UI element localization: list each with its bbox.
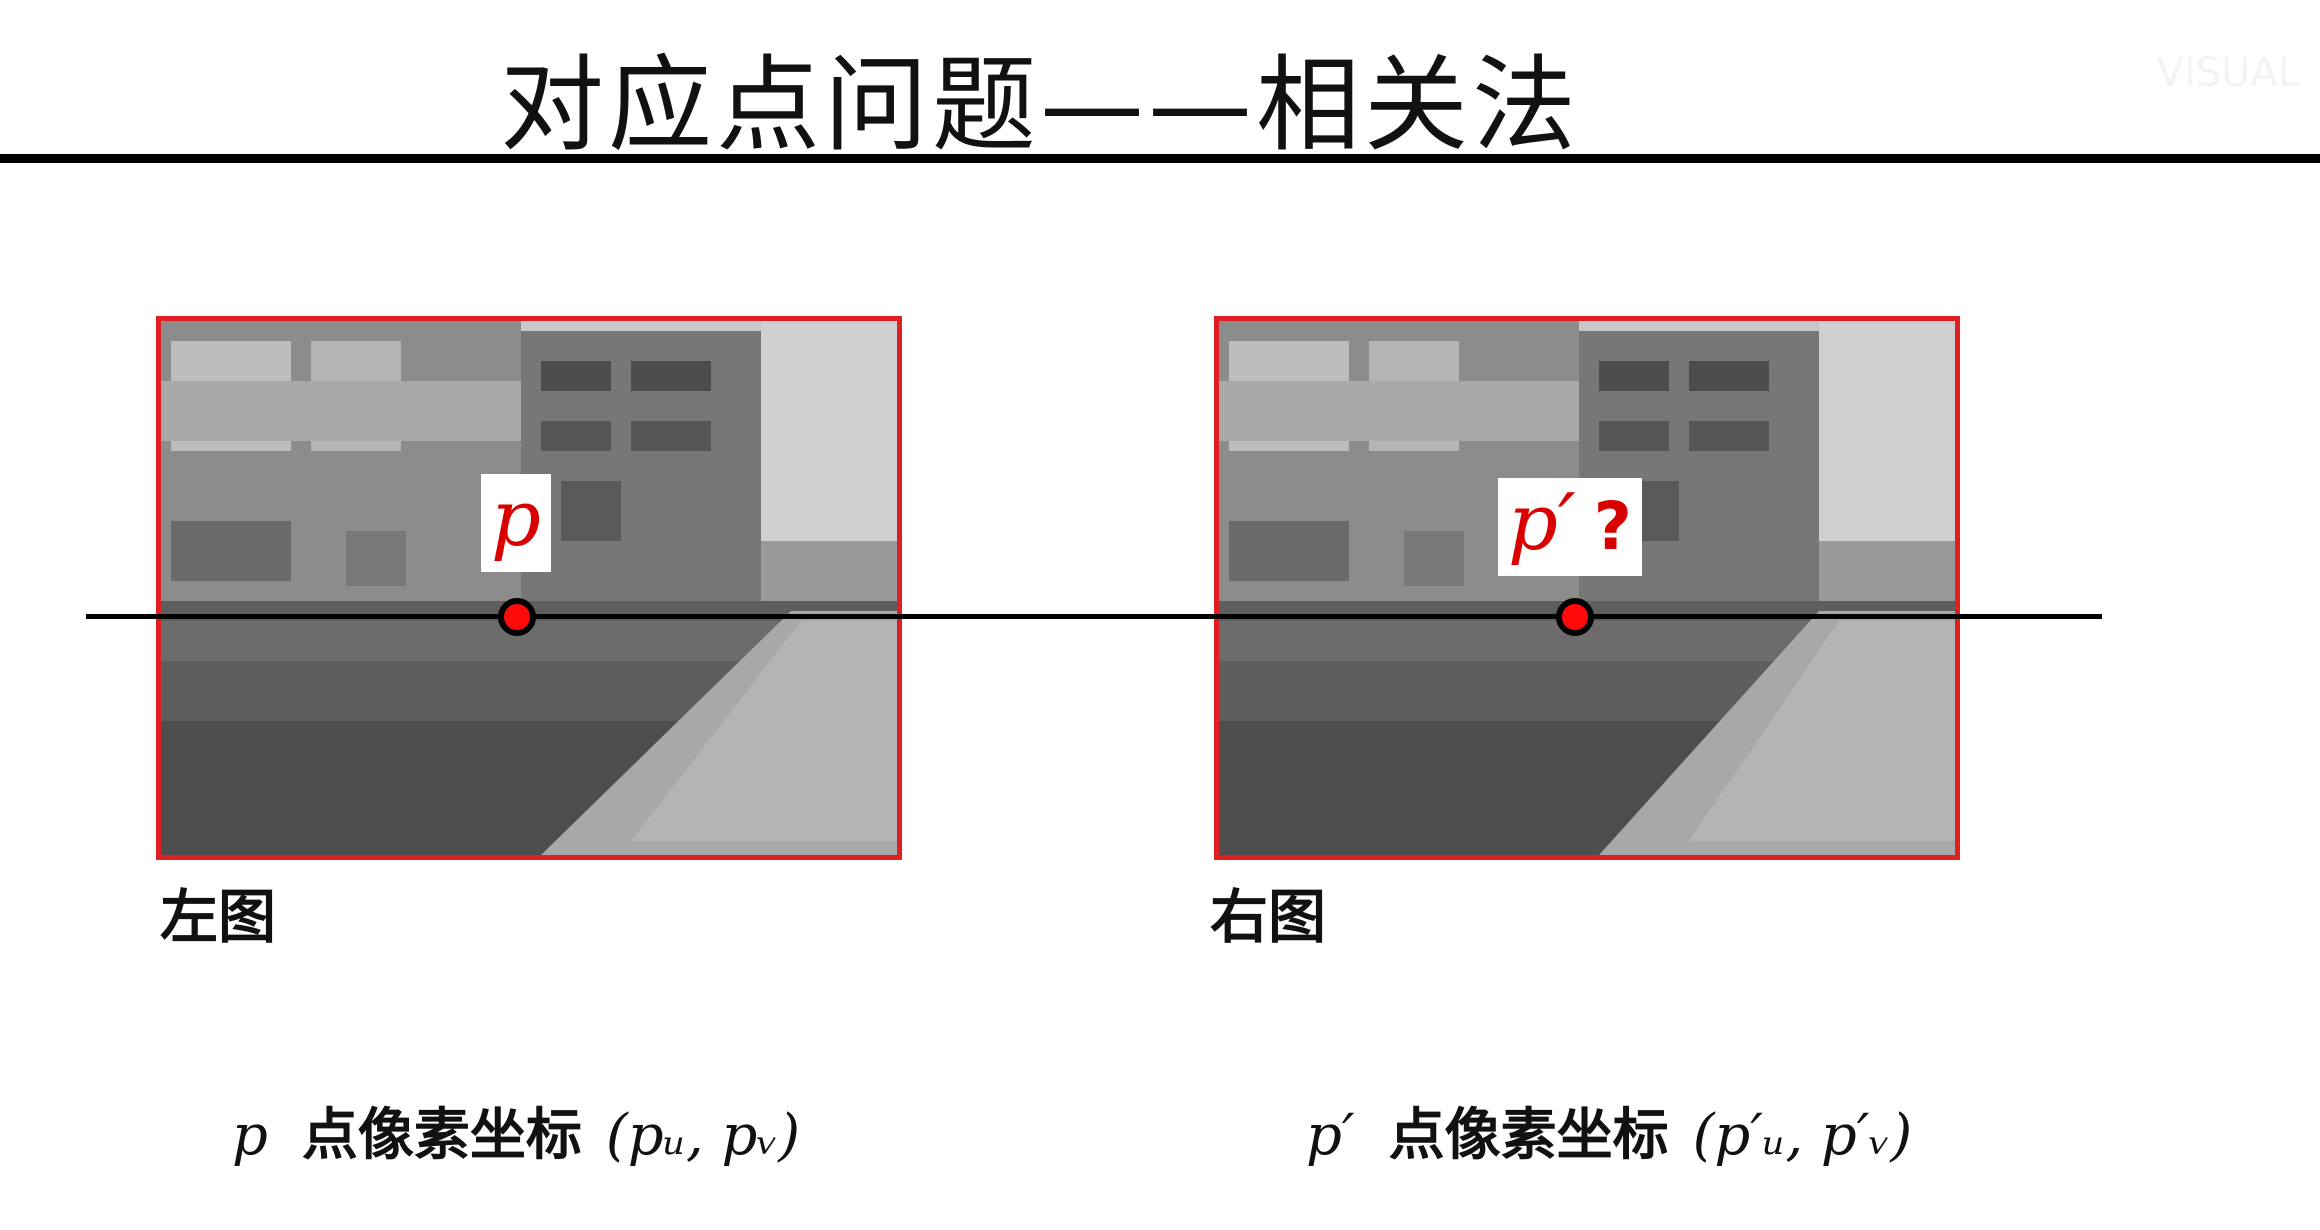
- left-formula-coords: (pᵤ, pᵥ): [605, 1103, 801, 1168]
- left-formula: p 点像素坐标 (pᵤ, pᵥ): [232, 1090, 800, 1171]
- title-divider: [0, 154, 2320, 163]
- left-point-label: p: [481, 474, 551, 572]
- left-image-caption: 左图: [160, 883, 277, 951]
- left-formula-symbol: p: [232, 1103, 268, 1168]
- right-point-marker: [1556, 598, 1594, 636]
- watermark: VISUAL: [2156, 50, 2300, 96]
- left-street-photo: [161, 321, 897, 855]
- right-street-photo: [1219, 321, 1955, 855]
- right-formula-text: 点像素坐标: [1388, 1103, 1669, 1168]
- right-image-caption: 右图: [1210, 883, 1327, 951]
- slide-title: 对应点问题——相关法: [500, 44, 1581, 166]
- right-formula-symbol: p′: [1306, 1103, 1355, 1168]
- epipolar-line: [86, 614, 2102, 619]
- right-formula: p′ 点像素坐标 (p′ᵤ, p′ᵥ): [1306, 1090, 1912, 1171]
- question-mark: ?: [1593, 488, 1632, 565]
- left-point-marker: [498, 598, 536, 636]
- left-point-symbol: p: [491, 474, 541, 564]
- right-point-label: p′?: [1498, 478, 1642, 576]
- right-image-frame: [1214, 316, 1960, 860]
- right-point-symbol: p′: [1508, 478, 1576, 568]
- right-formula-coords: (p′ᵤ, p′ᵥ): [1692, 1103, 1913, 1168]
- left-formula-text: 点像素坐标: [301, 1103, 582, 1168]
- left-image-frame: [156, 316, 902, 860]
